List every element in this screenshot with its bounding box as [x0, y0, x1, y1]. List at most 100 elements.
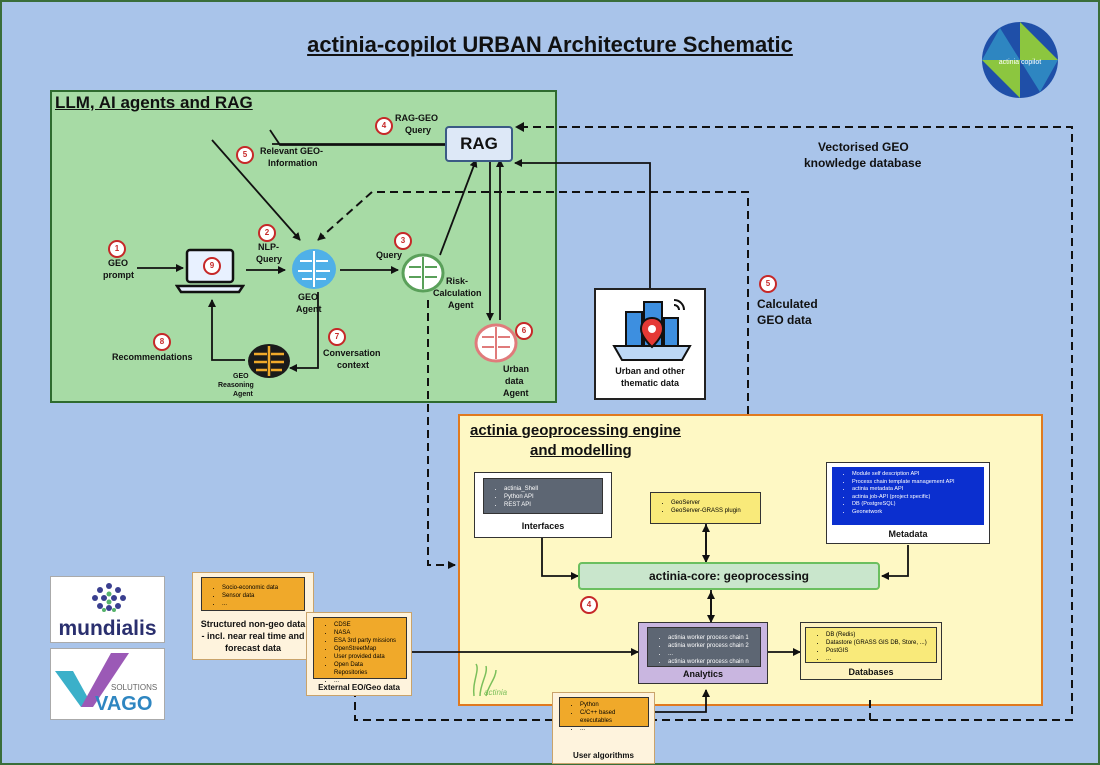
- analytics-item: actinia worker process chain n: [668, 658, 752, 666]
- label-relevant-geo-2: Information: [268, 158, 318, 168]
- databases-box: DB (Redis) Datastore (GRASS GIS DB, Stor…: [800, 622, 942, 680]
- user-items: Python C/C++ based executables ...: [560, 698, 648, 737]
- databases-label: Databases: [848, 667, 894, 677]
- marker-5-relevant: 5: [236, 146, 254, 164]
- marker-1-prompt: 1: [108, 240, 126, 258]
- vago-check-icon: [55, 653, 129, 707]
- user-item: C/C++ based executables: [580, 709, 640, 725]
- external-item: OpenStreetMap: [334, 645, 398, 653]
- structured-item: Socio-economic data: [222, 584, 296, 592]
- diagram-title: actinia-copilot URBAN Architecture Schem…: [307, 32, 793, 57]
- engine-title-line2: and modelling: [530, 442, 632, 459]
- structured-label-1: Structured non-geo data: [200, 619, 306, 629]
- geoserver-box: GeoServer GeoServer-GRASS plugin: [650, 492, 761, 524]
- external-item: User provided data: [334, 653, 398, 661]
- label-rag-geo-query-1: RAG-GEO: [395, 113, 439, 123]
- structured-data-list: Socio-economic data Sensor data ...: [201, 577, 305, 611]
- external-item: CDSE: [334, 621, 398, 629]
- interfaces-item: actinia_Shell: [504, 485, 594, 493]
- user-algorithms-box: Python C/C++ based executables ... User …: [552, 692, 655, 764]
- metadata-item: Process chain template management API: [852, 479, 976, 487]
- marker-6-urban: 6: [515, 322, 533, 340]
- structured-label-3: forecast data: [224, 643, 282, 653]
- label-reasoning-2: Reasoning: [218, 382, 254, 389]
- external-item: Open Data Repositories: [334, 661, 398, 677]
- vago-logo-text: VAGO: [95, 693, 153, 715]
- actinia-copilot-logo: actinia copilot: [980, 20, 1060, 100]
- geo-agent-brain-icon: [290, 247, 338, 291]
- marker-4-rag-query: 4: [375, 117, 393, 135]
- label-query: Query: [376, 250, 403, 260]
- label-reasoning-1: GEO: [233, 373, 249, 380]
- databases-item: Datastore (GRASS GIS DB, Store, ...): [826, 639, 928, 647]
- mundialis-logo: mundialis: [50, 576, 165, 643]
- label-calculated-1: Calculated: [757, 297, 818, 311]
- external-eo-label: External EO/Geo data: [318, 683, 400, 692]
- label-conversation-1: Conversation: [323, 348, 381, 358]
- metadata-list: Module self description API Process chai…: [832, 467, 984, 525]
- user-item: Python: [580, 701, 640, 709]
- analytics-item: ...: [668, 650, 752, 658]
- analytics-box: actinia worker process chain 1 actinia w…: [638, 622, 768, 684]
- analytics-list: actinia worker process chain 1 actinia w…: [647, 627, 761, 667]
- metadata-box: Module self description API Process chai…: [826, 462, 990, 544]
- actinia-engine-logo-text: actinia: [484, 688, 508, 697]
- label-geo-prompt-2: prompt: [103, 270, 134, 280]
- marker-9-laptop: 9: [203, 257, 221, 275]
- external-items: CDSE NASA ESA 3rd party missions OpenStr…: [314, 618, 406, 689]
- geoserver-items: GeoServer GeoServer-GRASS plugin: [651, 493, 760, 519]
- interfaces-box: actinia_Shell Python API REST API Interf…: [474, 472, 612, 538]
- analytics-label: Analytics: [682, 669, 724, 679]
- structured-label-2: - incl. near real time and: [201, 631, 305, 641]
- label-nlp-query-2: Query: [256, 254, 283, 264]
- databases-item: PostGIS: [826, 647, 928, 655]
- external-item: ESA 3rd party missions: [334, 637, 398, 645]
- interfaces-item: REST API: [504, 501, 594, 509]
- external-eo-list: CDSE NASA ESA 3rd party missions OpenStr…: [313, 617, 407, 684]
- metadata-items: Module self description API Process chai…: [832, 467, 984, 520]
- urban-thematic-label-2: thematic data: [620, 378, 680, 388]
- label-risk-agent-1: Risk-: [446, 276, 469, 286]
- label-rag-geo-query-2: Query: [405, 125, 432, 135]
- actinia-core-box: actinia-core: geoprocessing: [578, 562, 880, 590]
- metadata-item: actinia job-API (project specific): [852, 494, 976, 502]
- databases-items: DB (Redis) Datastore (GRASS GIS DB, Stor…: [806, 628, 936, 667]
- urban-agent-brain-icon: [474, 323, 518, 363]
- label-relevant-geo-1: Relevant GEO-: [260, 146, 324, 156]
- marker-4-core: 4: [580, 596, 598, 614]
- metadata-item: Module self description API: [852, 471, 976, 479]
- vago-solutions-text: SOLUTIONS: [111, 683, 158, 692]
- label-nlp-query-1: NLP-: [258, 242, 279, 252]
- actinia-engine-logo: actinia: [466, 662, 516, 702]
- structured-data-box: Socio-economic data Sensor data ... Stru…: [192, 572, 314, 660]
- label-conversation-2: context: [337, 360, 370, 370]
- urban-thematic-data-box: Urban and other thematic data: [594, 288, 706, 400]
- llm-panel-title: LLM, AI agents and RAG: [55, 93, 253, 112]
- label-geo-agent-1: GEO: [298, 292, 319, 302]
- label-reasoning-3: Agent: [233, 391, 253, 398]
- reasoning-agent-brain-icon: [246, 342, 292, 380]
- databases-item: ...: [826, 655, 928, 663]
- databases-item: DB (Redis): [826, 631, 928, 639]
- label-urban-agent-1: Urban: [503, 364, 530, 374]
- metadata-label: Metadata: [888, 529, 928, 539]
- urban-thematic-label-1: Urban and other: [615, 366, 685, 376]
- label-risk-agent-2: Calculation: [433, 288, 482, 298]
- metadata-item: DB (PostgreSQL): [852, 501, 976, 509]
- label-recommendations: Recommendations: [112, 352, 193, 362]
- interfaces-list: actinia_Shell Python API REST API: [483, 478, 603, 514]
- mundialis-dots-icon: [92, 583, 126, 612]
- marker-5-calculated: 5: [759, 275, 777, 293]
- engine-title-line1: actinia geoprocessing engine: [470, 422, 681, 439]
- user-algorithms-list: Python C/C++ based executables ...: [559, 697, 649, 732]
- structured-item: ...: [222, 600, 296, 608]
- vago-logo: SOLUTIONS VAGO: [50, 648, 165, 720]
- label-calculated-2: GEO data: [757, 313, 812, 327]
- marker-2-nlp: 2: [258, 224, 276, 242]
- metadata-item: actinia metadata API: [852, 486, 976, 494]
- external-eo-box: CDSE NASA ESA 3rd party missions OpenStr…: [306, 612, 412, 696]
- label-urban-agent-2: data: [505, 376, 524, 386]
- user-item: ...: [580, 725, 640, 733]
